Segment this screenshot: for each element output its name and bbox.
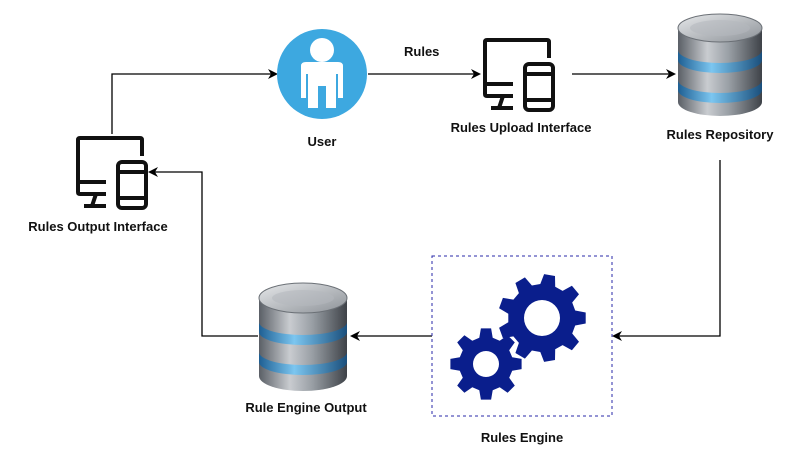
database-icon (677, 13, 763, 116)
rule-engine-output-label: Rule Engine Output (245, 400, 367, 415)
user-label: User (307, 134, 337, 149)
gears-icon (450, 274, 586, 400)
large-gear-icon (499, 274, 586, 362)
edge-label-rules: Rules (404, 44, 440, 59)
rules-engine-box (431, 255, 613, 417)
edge-repo-to-engine (612, 160, 721, 341)
monitor-phone-icon (76, 136, 148, 210)
edge-output-to-user (111, 69, 278, 134)
monitor-phone-icon (483, 38, 555, 112)
rules-upload-label: Rules Upload Interface (450, 120, 592, 135)
edge-output-db-to-interface (148, 167, 258, 337)
user-icon (277, 29, 367, 119)
rules-repo-label: Rules Repository (666, 127, 774, 142)
rules-output-label: Rules Output Interface (28, 219, 168, 234)
rules-engine-label: Rules Engine (480, 430, 564, 445)
small-gear-icon (450, 328, 522, 400)
database-icon (258, 282, 348, 391)
